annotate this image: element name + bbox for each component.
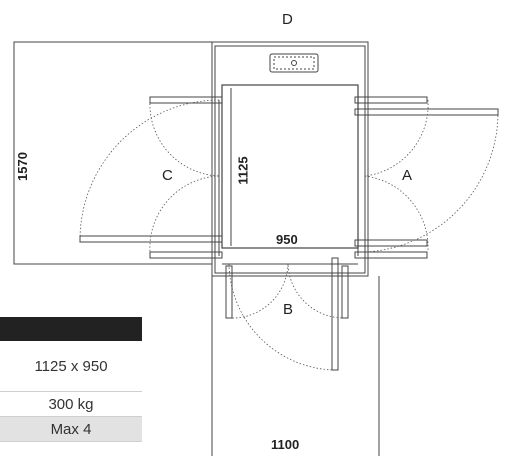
swing-arc-a-outer: [364, 111, 499, 253]
label-a: A: [402, 167, 413, 184]
dimension-1570: 1570: [14, 152, 30, 181]
spec-row-persons: Max 4: [0, 417, 142, 442]
label-c: C: [162, 167, 173, 184]
landing-outline: [13, 41, 212, 265]
swing-arc-b-right: [287, 263, 346, 319]
dimension-1125: 1125: [235, 156, 251, 185]
swing-arc-c-outer: [79, 99, 220, 240]
swing-arc-a-inner-top: [364, 99, 429, 177]
swing-arc-c-inner-top: [149, 99, 220, 177]
drive-unit-icon: [269, 53, 319, 73]
spec-table-header: [0, 317, 142, 341]
spec-row-capacity: 300 kg: [0, 392, 142, 417]
swing-arc-b-left: [228, 263, 289, 319]
label-b: B: [283, 301, 294, 318]
dimension-950: 950: [276, 232, 298, 247]
spec-row-size: 1125 x 950: [0, 341, 142, 392]
lower-shaft: [211, 276, 380, 456]
swing-arc-c-inner-bottom: [149, 175, 220, 253]
dimension-1100: 1100: [271, 437, 300, 452]
label-d: D: [282, 11, 293, 28]
spec-table: 1125 x 950 300 kg Max 4: [0, 317, 142, 442]
swing-arc-b-outer: [228, 263, 336, 371]
swing-arc-a-inner-bottom: [364, 175, 429, 251]
